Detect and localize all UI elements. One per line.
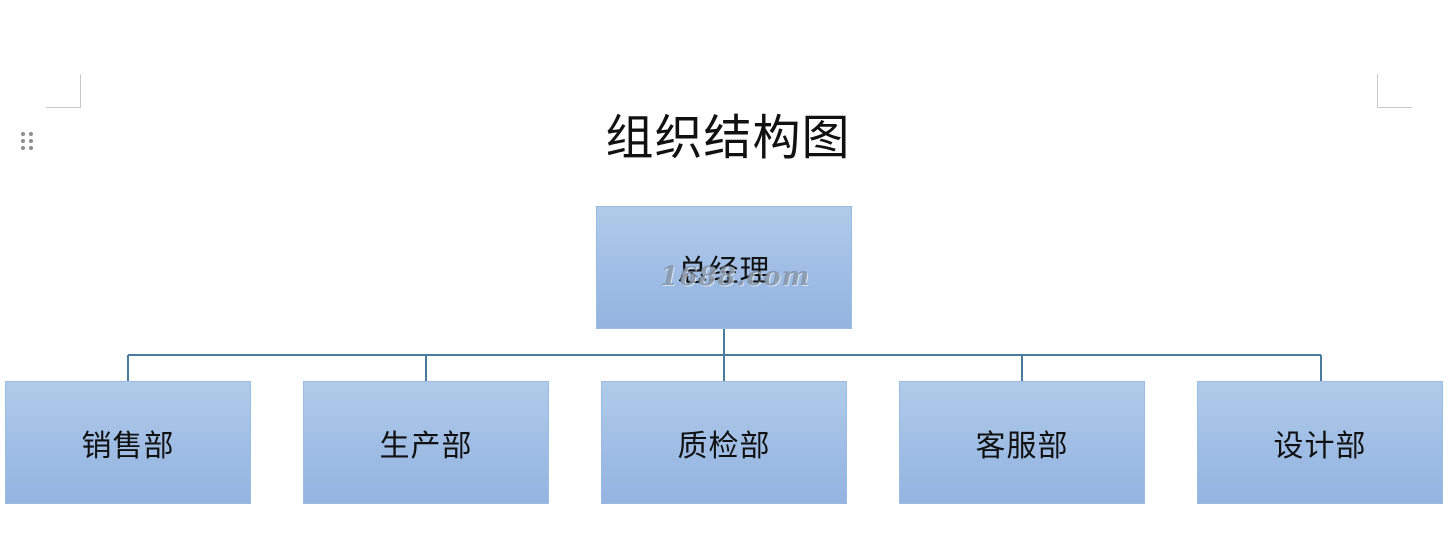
chart-title: 组织结构图 [605, 110, 851, 166]
org-node-dept-quality[interactable]: 质检部 [601, 381, 847, 504]
org-node-root[interactable]: 总经理 [596, 206, 852, 329]
org-node-root-label: 总经理 [677, 253, 771, 289]
org-node-dept-design[interactable]: 设计部 [1197, 381, 1443, 504]
org-node-dept-customer-service[interactable]: 客服部 [899, 381, 1145, 504]
page-margin-corner-top-right [1377, 74, 1412, 108]
org-node-label: 生产部 [379, 428, 473, 464]
org-node-label: 客服部 [975, 428, 1069, 464]
org-node-label: 质检部 [677, 428, 771, 464]
org-node-dept-production[interactable]: 生产部 [303, 381, 549, 504]
page-margin-corner-top-left [46, 74, 81, 108]
drag-handle-icon[interactable] [20, 131, 34, 151]
org-node-label: 销售部 [81, 428, 175, 464]
watermark: 1688.com [660, 262, 811, 292]
org-node-label: 设计部 [1273, 428, 1367, 464]
org-node-dept-sales[interactable]: 销售部 [5, 381, 251, 504]
